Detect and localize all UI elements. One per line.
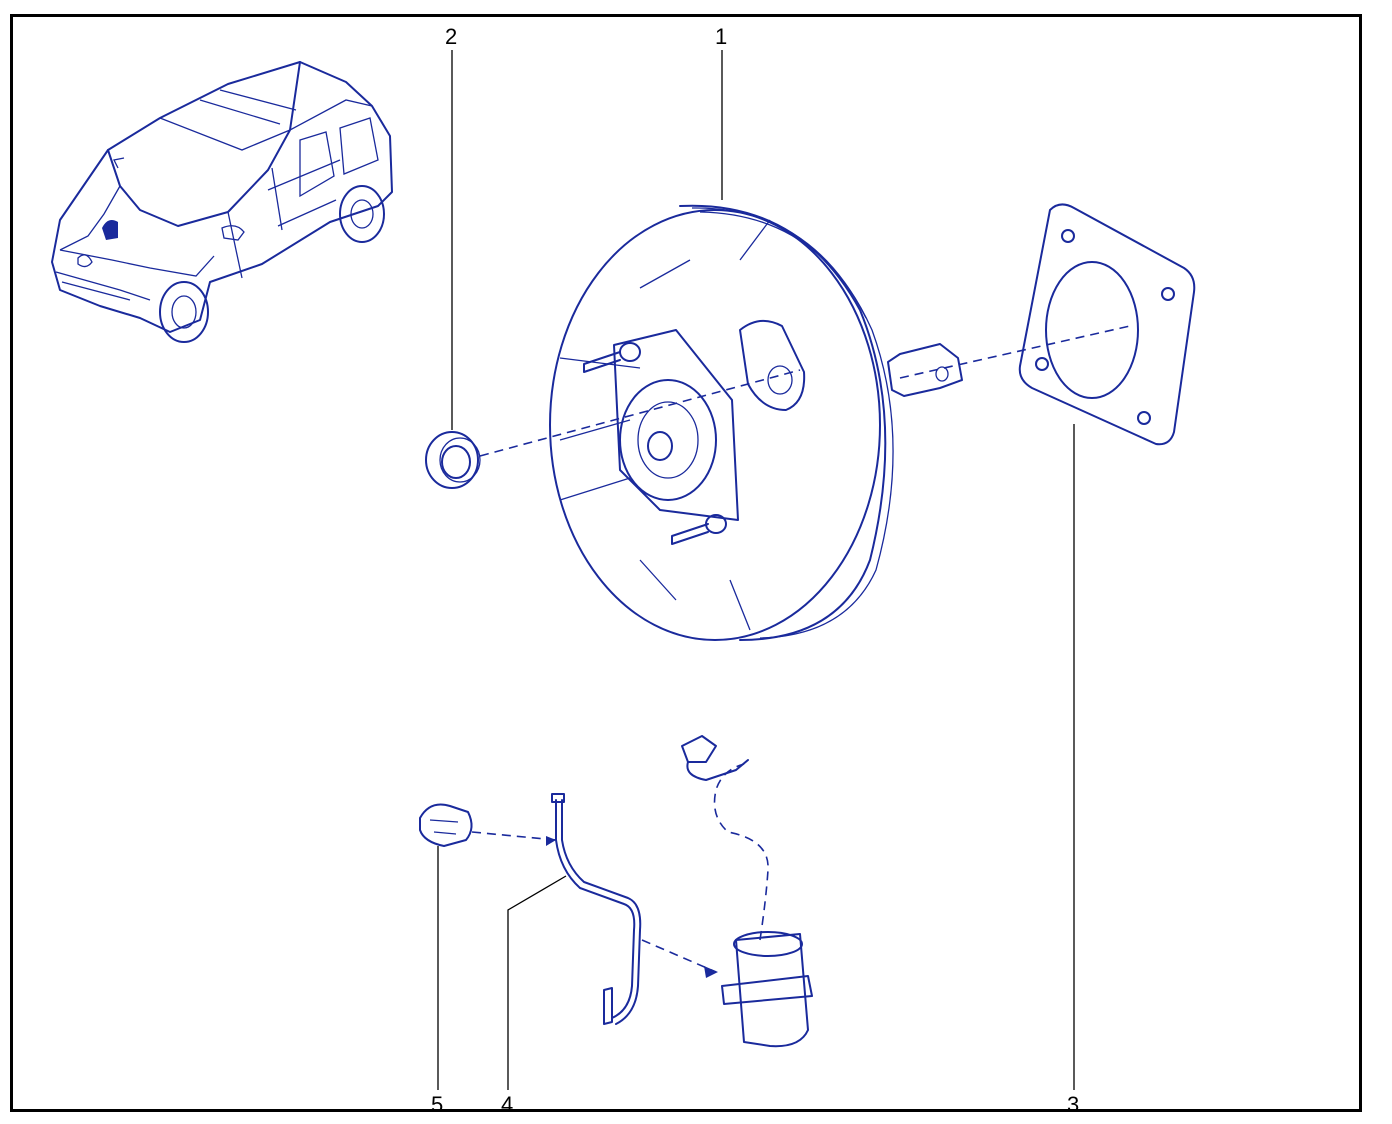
callout-5: 5 <box>431 1092 444 1117</box>
vehicle-thumbnail-icon <box>51 61 393 343</box>
seal-ring-icon <box>425 431 481 489</box>
assembly-axis-main <box>479 325 1131 457</box>
callout-4: 4 <box>501 1092 514 1117</box>
callout-2: 2 <box>445 24 458 49</box>
callout-1: 1 <box>715 24 728 49</box>
assembly-axis-clip <box>471 831 557 841</box>
brake-booster-icon <box>549 204 963 641</box>
gasket-icon <box>1018 203 1196 446</box>
hose-clip-icon <box>419 803 473 847</box>
leader-line-4 <box>507 875 567 1090</box>
callout-3: 3 <box>1067 1092 1080 1117</box>
diagram-frame <box>10 14 1362 1112</box>
arrowhead-pump <box>704 966 718 978</box>
vacuum-hose-icon <box>551 793 642 1025</box>
arrowhead-clip <box>546 836 556 846</box>
assembly-axis-pump <box>641 939 717 973</box>
vacuum-pump-icon <box>681 735 813 1048</box>
